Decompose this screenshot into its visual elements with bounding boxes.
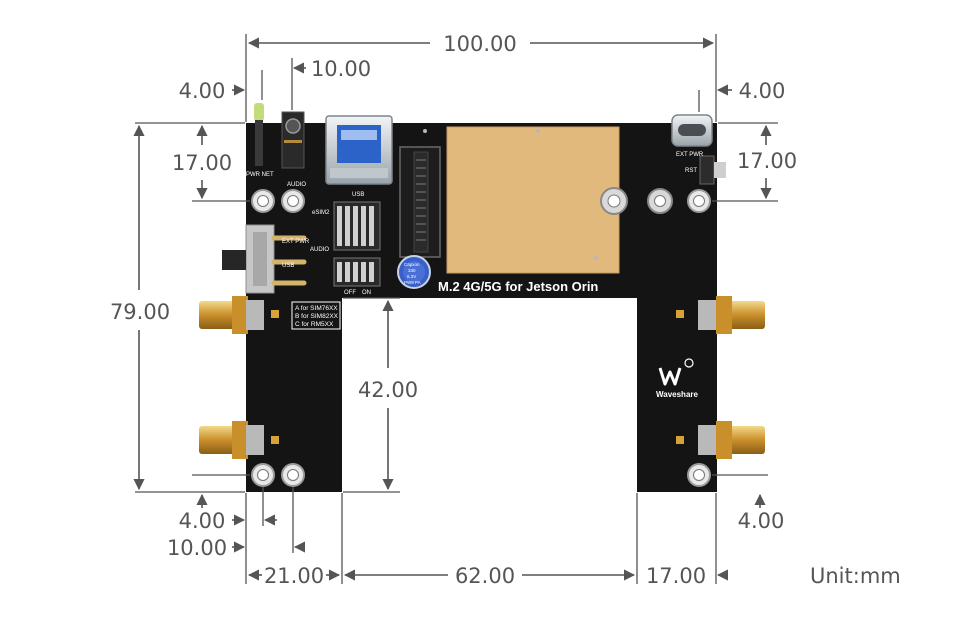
label-off: OFF	[344, 290, 356, 296]
usb-a-port	[325, 115, 393, 185]
extension-lines	[135, 34, 778, 584]
standoff-2	[647, 188, 673, 214]
audio-jack	[281, 111, 305, 169]
mounting-hole-bottom-right	[687, 463, 711, 487]
label-audio-switch: AUDIO	[310, 247, 329, 253]
dip-switch-bank-1	[333, 201, 381, 251]
mounting-hole-top-right	[687, 189, 711, 213]
reset-button	[699, 155, 726, 185]
dim-right-leg-width: 17.00	[646, 564, 706, 588]
label-sim-b: B for SIM82XX	[295, 313, 339, 320]
label-ext-pwr-right: EXT PWR	[676, 152, 704, 158]
sma-connector-right-bottom	[698, 421, 765, 459]
standoff-1	[600, 187, 628, 215]
capacitor	[397, 255, 431, 289]
product-label: M.2 4G/5G for Jetson Orin	[438, 279, 598, 294]
dim-total-height: 79.00	[110, 300, 170, 324]
dip-switch-bank-2	[333, 257, 381, 287]
dim-left-leg-width: 21.00	[264, 564, 324, 588]
power-switch	[222, 224, 307, 294]
dim-top-right-hole-height: 17.00	[737, 149, 797, 173]
dim-slot-depth: 42.00	[358, 378, 418, 402]
dim-left-edge-offset: 4.00	[179, 79, 226, 103]
dim-bottom-left-edge-offset: 4.00	[179, 509, 226, 533]
label-capacitor-spec3: PW8 PA	[404, 280, 421, 285]
label-capacitor: Capxon	[404, 262, 420, 267]
dim-top-left-hole-height: 17.00	[172, 151, 232, 175]
label-sim-c: C for RM5XX	[295, 321, 334, 328]
led-indicator	[254, 103, 264, 166]
sma-connector-left-top	[199, 296, 264, 334]
label-usb: USB	[352, 192, 364, 198]
sma-connector-right-top	[698, 296, 765, 334]
unit-label: Unit:mm	[810, 564, 901, 588]
dim-bottom-right-edge-offset: 4.00	[738, 509, 785, 533]
mounting-hole-bottom-left-2	[281, 463, 305, 487]
dim-left-hole-offset: 10.00	[311, 57, 371, 81]
label-esim2: eSIM2	[312, 210, 330, 216]
brand-label: Waveshare	[656, 390, 699, 399]
label-capacitor-spec2: 6.3V	[407, 274, 416, 279]
sma-connector-left-bottom	[199, 421, 264, 459]
ipex-pads	[271, 310, 684, 444]
dim-right-edge-offset: 4.00	[739, 79, 786, 103]
mounting-hole-bottom-left-1	[251, 463, 275, 487]
sim-legend-box: A for SIM76XX B for SIM82XX C for RM5XX	[291, 301, 341, 330]
mounting-hole-top-left-2	[281, 189, 305, 213]
waveshare-logo	[658, 358, 694, 386]
label-audio: AUDIO	[287, 182, 306, 188]
label-capacitor-spec1: 330	[408, 268, 416, 273]
label-usb-switch: USB	[282, 263, 294, 269]
dim-total-width: 100.00	[443, 32, 516, 56]
usb-c-port	[671, 114, 713, 147]
dim-slot-width: 62.00	[455, 564, 515, 588]
label-rst: RST	[685, 168, 697, 174]
label-ext-pwr: EXT PWR	[282, 239, 310, 245]
mounting-hole-top-left-1	[251, 189, 275, 213]
dim-bottom-left-hole-offset: 10.00	[167, 536, 227, 560]
copper-pad	[423, 126, 620, 274]
label-pwr-net: PWR NET	[246, 172, 274, 178]
m2-connector	[399, 146, 441, 258]
label-on: ON	[362, 290, 371, 296]
label-sim-a: A for SIM76XX	[295, 305, 338, 312]
